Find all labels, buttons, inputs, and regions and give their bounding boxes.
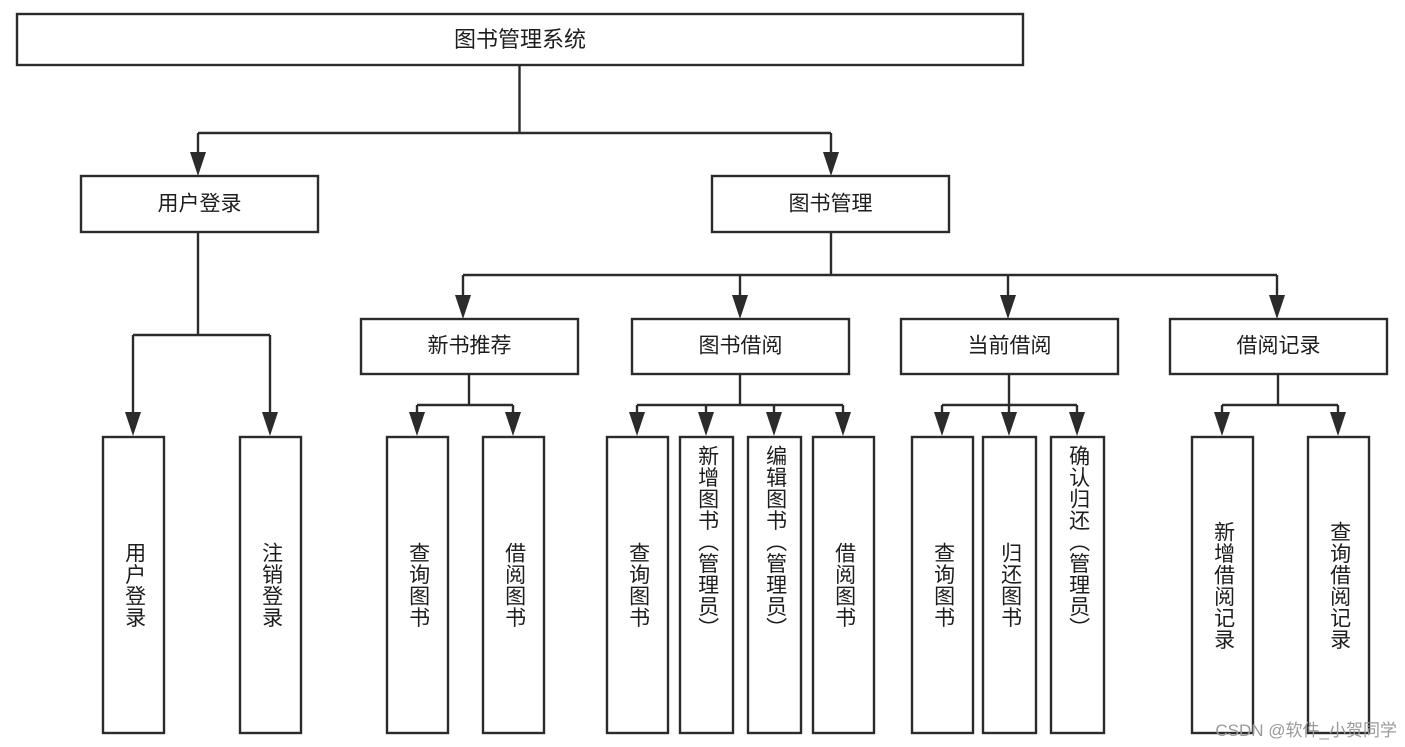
node-new-book-rec[interactable] — [359, 317, 580, 376]
node-leaf-query-book-3[interactable] — [910, 435, 975, 735]
arrow-head-new-book-rec — [455, 295, 471, 319]
arrow-head-leaf-edit-book — [766, 412, 782, 436]
node-leaf-logout[interactable] — [238, 435, 303, 735]
arrow-head-leaf-user-login — [125, 412, 141, 436]
arrow-head-user-login — [190, 152, 206, 176]
node-book-mgmt[interactable] — [710, 174, 951, 234]
arrow-head-leaf-query-book-2 — [629, 412, 645, 436]
node-leaf-query-book-2[interactable] — [605, 435, 670, 735]
node-leaf-add-record[interactable] — [1190, 435, 1255, 735]
node-user-login[interactable] — [79, 174, 320, 234]
node-book-borrow-label: 图书借阅 — [699, 335, 783, 358]
node-leaf-add-book[interactable] — [678, 435, 735, 735]
node-borrow-record-label: 借阅记录 — [1237, 335, 1321, 358]
node-leaf-query-record[interactable] — [1306, 435, 1371, 735]
node-leaf-borrow-book-1[interactable] — [481, 435, 546, 735]
arrow-head-leaf-logout — [262, 412, 278, 436]
arrow-head-leaf-return-book — [1001, 412, 1017, 436]
node-leaf-return-book[interactable] — [981, 435, 1038, 735]
arrow-head-borrow-record — [1269, 295, 1285, 319]
node-book-mgmt-label: 图书管理 — [789, 193, 873, 216]
arrow-head-leaf-query-book-3 — [934, 412, 950, 436]
node-borrow-record[interactable] — [1168, 317, 1389, 376]
arrow-head-book-mgmt — [823, 152, 839, 176]
arrow-head-leaf-add-record — [1214, 412, 1230, 436]
arrow-head-leaf-confirm-return — [1069, 412, 1085, 436]
arrow-head-current-borrow — [1000, 295, 1016, 319]
node-leaf-edit-book[interactable] — [746, 435, 803, 735]
arrow-head-leaf-query-book-1 — [409, 412, 425, 436]
node-book-borrow[interactable] — [630, 317, 851, 376]
node-layer: 图书管理系统 用户登录 图书管理 新书推荐 图书借阅 当前借阅 借阅记录 — [15, 12, 1389, 735]
arrow-head-leaf-add-book — [698, 412, 714, 436]
node-current-borrow[interactable] — [899, 317, 1120, 376]
node-leaf-user-login[interactable] — [101, 435, 166, 735]
arrow-head-leaf-borrow-book-2 — [835, 412, 851, 436]
node-user-login-label: 用户登录 — [158, 193, 242, 216]
node-root-label: 图书管理系统 — [454, 27, 586, 52]
node-root[interactable] — [15, 12, 1025, 67]
node-current-borrow-label: 当前借阅 — [968, 335, 1052, 358]
node-leaf-query-book-1[interactable] — [385, 435, 450, 735]
connector-layer — [125, 65, 1346, 436]
arrow-head-leaf-query-record — [1330, 412, 1346, 436]
arrow-head-leaf-borrow-book-1 — [505, 412, 521, 436]
node-leaf-borrow-book-2[interactable] — [811, 435, 876, 735]
node-new-book-rec-label: 新书推荐 — [428, 335, 512, 358]
arrow-head-book-borrow — [732, 295, 748, 319]
node-leaf-confirm-return[interactable] — [1049, 435, 1106, 735]
